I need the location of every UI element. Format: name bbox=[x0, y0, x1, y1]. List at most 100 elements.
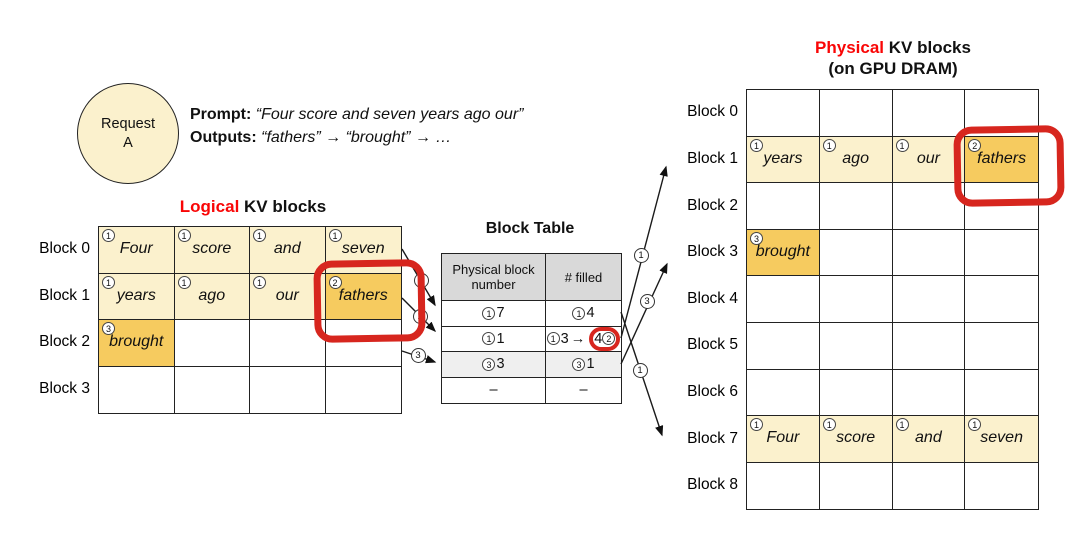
kv-cell-word: and bbox=[273, 240, 301, 257]
kv-cell bbox=[965, 369, 1038, 417]
physical-row-label: Block 4 bbox=[687, 289, 738, 307]
prompt-value: “Four score and seven years ago our” bbox=[255, 106, 524, 123]
request-index-badge: 3 bbox=[482, 357, 496, 371]
logical-row-label: Block 3 bbox=[39, 379, 90, 397]
kv-cell-word: score bbox=[836, 429, 876, 447]
kv-cell bbox=[174, 366, 250, 413]
kv-cell-word: brought bbox=[755, 242, 810, 260]
kv-cell bbox=[747, 90, 820, 137]
token-index-badge: 1 bbox=[102, 275, 115, 289]
kv-cell bbox=[965, 323, 1038, 370]
logical-row-label: Block 2 bbox=[39, 333, 90, 351]
logical-title-red: Logical bbox=[179, 197, 240, 216]
logical-row-label: Block 1 bbox=[39, 286, 90, 304]
kv-cell bbox=[747, 462, 820, 510]
red-ring-logical-fathers bbox=[313, 259, 426, 343]
block-table-header: # filled bbox=[546, 254, 621, 301]
physical-block-number: – bbox=[489, 382, 498, 399]
request-index-badge: 2 bbox=[602, 332, 616, 346]
kv-cell bbox=[892, 462, 966, 510]
token-index-badge: 1 bbox=[895, 138, 909, 152]
prompt-block: Prompt: “Four score and seven years ago … bbox=[190, 103, 523, 149]
kv-cell bbox=[965, 90, 1038, 137]
token-index-badge: 1 bbox=[822, 138, 836, 152]
block-table-title: Block Table bbox=[485, 220, 575, 237]
token-index-badge: 1 bbox=[328, 229, 342, 242]
kv-cell: 1 ago bbox=[819, 136, 893, 184]
token-index-badge: 1 bbox=[253, 229, 266, 242]
physical-title-rest: KV blocks bbox=[884, 38, 971, 57]
kv-cell bbox=[99, 366, 175, 413]
physical-block-number: 1 bbox=[496, 330, 505, 347]
kv-cell bbox=[747, 183, 820, 230]
kv-cell-word: years bbox=[116, 286, 156, 304]
arrow-request-badge: 3 bbox=[410, 347, 426, 363]
logical-row-label: Block 0 bbox=[39, 240, 90, 258]
logical-title-rest: KV blocks bbox=[239, 197, 327, 216]
token-index-badge: 2 bbox=[328, 275, 342, 289]
kv-cell bbox=[892, 229, 966, 277]
physical-row-label: Block 3 bbox=[687, 243, 738, 261]
filled-count: 1 bbox=[586, 356, 595, 373]
token-index-badge: 1 bbox=[968, 418, 982, 432]
request-index-badge: 3 bbox=[572, 357, 586, 371]
kv-cell bbox=[325, 366, 401, 413]
token-index-badge: 1 bbox=[750, 138, 763, 152]
block-table-cell: – bbox=[546, 378, 621, 404]
token-index-badge: 1 bbox=[822, 418, 836, 432]
token-index-badge: 1 bbox=[177, 275, 191, 289]
kv-cell-word: Four bbox=[766, 429, 800, 447]
token-index-badge: 3 bbox=[750, 231, 763, 245]
kv-cell bbox=[747, 276, 820, 323]
kv-cell bbox=[250, 320, 326, 367]
kv-cell bbox=[892, 323, 966, 370]
request-label: Request bbox=[100, 115, 155, 132]
kv-cell-word: ago bbox=[842, 149, 869, 167]
kv-cell-word: our bbox=[275, 286, 299, 304]
filled-count-old: 3 bbox=[560, 330, 569, 347]
kv-cell bbox=[747, 369, 820, 417]
request-index-badge: 1 bbox=[572, 306, 586, 320]
physical-title-subtitle: (on GPU DRAM) bbox=[828, 59, 958, 78]
kv-cell bbox=[892, 276, 966, 323]
kv-cell bbox=[965, 183, 1038, 230]
physical-row-label: Block 1 bbox=[687, 149, 738, 167]
kv-cell-word: brought bbox=[109, 333, 164, 350]
kv-cell-word: seven bbox=[341, 240, 385, 257]
arrow-request-badge: 1 bbox=[632, 362, 648, 378]
physical-row-label: Block 7 bbox=[687, 429, 738, 447]
kv-cell bbox=[819, 229, 893, 277]
outputs-label: Outputs: bbox=[190, 129, 257, 146]
kv-cell bbox=[325, 320, 401, 367]
filled-count-new: 4 bbox=[594, 330, 603, 347]
token-index-badge: 3 bbox=[102, 322, 115, 335]
arrow-request-badge: 3 bbox=[639, 293, 655, 309]
physical-row-label: Block 6 bbox=[687, 382, 738, 400]
physical-row-label: Block 2 bbox=[687, 196, 738, 214]
kv-cell-word: score bbox=[192, 240, 232, 257]
kv-cell bbox=[892, 369, 966, 417]
outputs-line: Outputs: “fathers” → “brought” → … bbox=[190, 126, 523, 149]
filled-count: – bbox=[579, 382, 588, 399]
kv-cell bbox=[965, 462, 1038, 510]
token-index-badge: 2 bbox=[968, 138, 982, 152]
logical-kv-title: Logical KV blocks bbox=[128, 197, 378, 217]
kv-cell bbox=[174, 320, 250, 367]
kv-cell bbox=[819, 276, 893, 323]
red-ring-physical-fathers bbox=[953, 125, 1065, 207]
physical-title-red: Physical bbox=[815, 38, 885, 57]
